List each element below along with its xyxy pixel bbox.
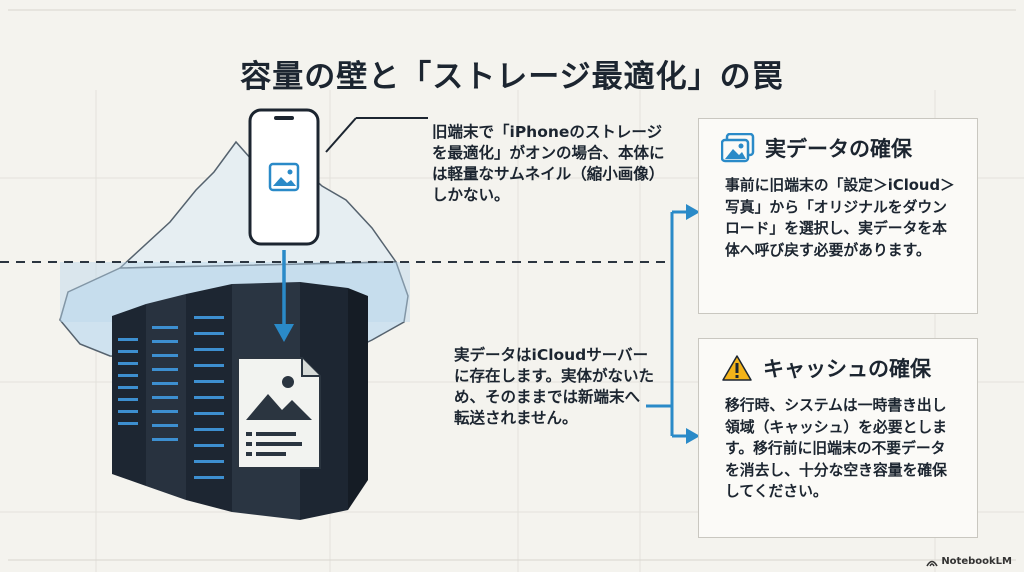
server-racks: [112, 282, 368, 520]
panel-cache-body: 移行時、システムは一時書き出し領域（キャッシュ）を必要とします。移行前に旧端末の…: [725, 397, 947, 500]
callout-thumbnail-note: 旧端末で「iPhoneのストレージを最適化」がオンの場合、本体には軽量なサムネイ…: [432, 123, 665, 204]
down-arrow: [274, 250, 294, 342]
panel-real-data-header: 実データの確保: [721, 133, 912, 163]
photos-icon: [721, 133, 755, 163]
notebooklm-logo-icon: [926, 560, 939, 566]
brand-watermark: NotebookLM: [926, 556, 1012, 567]
panel-cache-heading: キャッシュの確保: [763, 357, 931, 381]
callout-pointer: [325, 117, 357, 153]
page-title: 容量の壁と「ストレージ最適化」の罠: [240, 58, 784, 95]
panel-real-data: 実データの確保 事前に旧端末の「設定＞iCloud＞写真」から「オリジナルをダウ…: [698, 118, 978, 314]
connector-bracket: [646, 210, 688, 438]
panel-cache: キャッシュの確保 移行時、システムは一時書き出し領域（キャッシュ）を必要とします…: [698, 338, 978, 538]
arrow-to-panel-1: [686, 204, 700, 220]
panel-cache-header: キャッシュの確保: [721, 353, 931, 383]
callout-icloud-note: 実データはiCloudサーバーに存在します。実体がないため、そのままでは新端末へ…: [454, 346, 654, 427]
image-file-icon: [237, 357, 321, 469]
warning-icon: [722, 355, 752, 381]
panel-real-data-body: 事前に旧端末の「設定＞iCloud＞写真」から「オリジナルをダウンロード」を選択…: [725, 177, 955, 259]
brand-label: NotebookLM: [941, 556, 1012, 567]
arrow-to-panel-2: [686, 428, 700, 444]
smartphone-icon: [248, 108, 320, 246]
panel-real-data-heading: 実データの確保: [765, 137, 912, 161]
